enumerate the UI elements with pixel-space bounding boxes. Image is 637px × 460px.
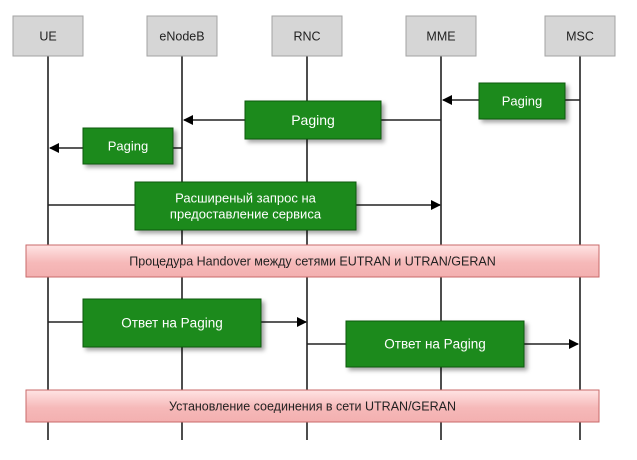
- message-box-1: Paging: [478, 82, 566, 120]
- message-box-bg: [345, 320, 525, 368]
- entities-layer: UE eNodeB RNC MME MSC: [12, 15, 616, 57]
- entity-msc: MSC: [544, 15, 616, 57]
- message-box-6: Ответ на Paging: [345, 320, 525, 368]
- procedure-label: Установление соединения в сети UTRAN/GER…: [169, 399, 456, 413]
- entity-label: MSC: [566, 29, 594, 43]
- entity-rnc: RNC: [271, 15, 343, 57]
- entity-box: [146, 15, 218, 57]
- message-box-bg: [244, 100, 382, 140]
- message-box-bg: [134, 181, 357, 231]
- message-box-bg: [82, 298, 262, 348]
- entity-label: eNodeB: [159, 29, 204, 43]
- message-box-bg: [82, 127, 174, 165]
- procedure-band-2: Установление соединения в сети UTRAN/GER…: [25, 389, 600, 423]
- message-box-2: Paging: [244, 100, 382, 140]
- procedures-layer: Процедура Handover между сетями EUTRAN и…: [25, 244, 600, 423]
- entity-label: UE: [39, 29, 56, 43]
- entity-enodeb: eNodeB: [146, 15, 218, 57]
- entity-label: MME: [426, 29, 455, 43]
- message-label: Paging: [108, 139, 148, 154]
- procedure-band-1: Процедура Handover между сетями EUTRAN и…: [25, 244, 600, 278]
- message-box-bg: [478, 82, 566, 120]
- message-label: Ответ на Paging: [384, 337, 485, 352]
- entity-box: [12, 15, 84, 57]
- message-label: Ответ на Paging: [121, 316, 222, 331]
- message-label: Paging: [502, 94, 542, 109]
- entity-box: [271, 15, 343, 57]
- message-box-5: Ответ на Paging: [82, 298, 262, 348]
- entity-mme: MME: [405, 15, 477, 57]
- procedure-band-bg: [25, 244, 600, 278]
- procedure-band-bg: [25, 389, 600, 423]
- message-label: Paging: [291, 112, 335, 128]
- entity-box: [544, 15, 616, 57]
- entity-box: [405, 15, 477, 57]
- entity-ue: UE: [12, 15, 84, 57]
- entity-label: RNC: [293, 29, 320, 43]
- message-box-3: Paging: [82, 127, 174, 165]
- procedure-label: Процедура Handover между сетями EUTRAN и…: [129, 254, 495, 268]
